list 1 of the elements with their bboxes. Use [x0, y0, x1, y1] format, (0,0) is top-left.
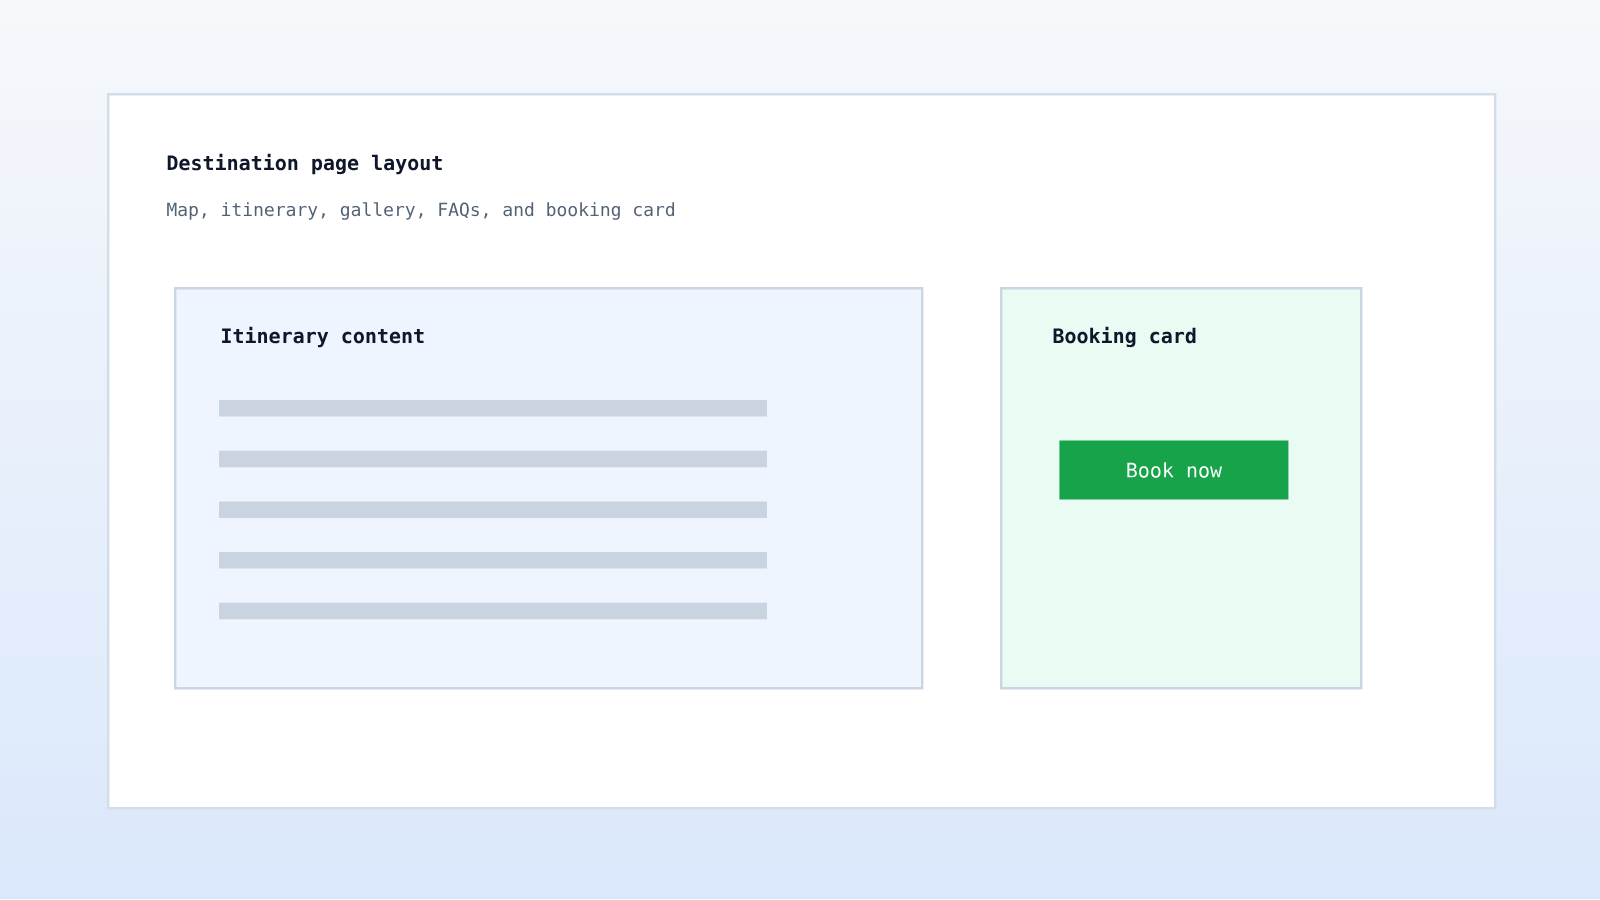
book-button: Book now [1059, 440, 1289, 500]
